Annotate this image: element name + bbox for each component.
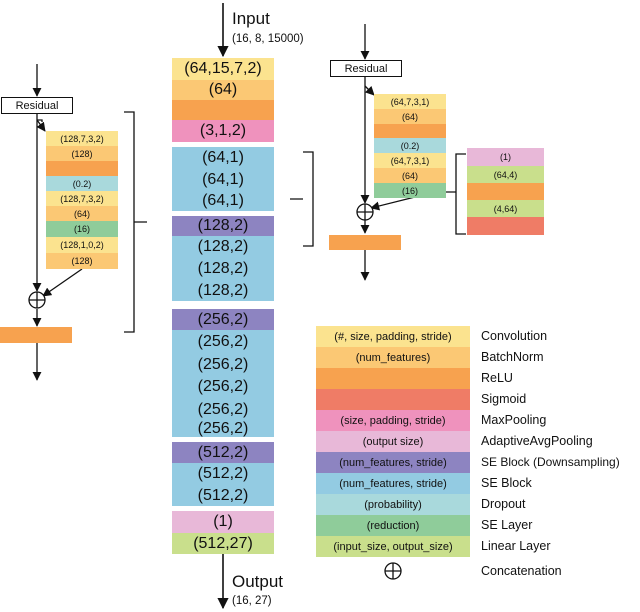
main-relu-block (172, 100, 274, 120)
main-maxpool-block: (3,1,2) (172, 120, 274, 142)
down-block-dropout: (0.2) (46, 176, 118, 191)
down-block-branch-arrow (36, 119, 46, 132)
stage1-se-block-2: (64,1) (172, 169, 274, 191)
down-block-residual-box: Residual (1, 97, 73, 114)
legend-swatch-se-block-down: (num_features, stride) (316, 452, 470, 473)
down-block-output-relu (0, 327, 72, 343)
legend-label-adaptiveavgpooling: AdaptiveAvgPooling (481, 434, 593, 448)
input-shape: (16, 8, 15000) (232, 33, 304, 45)
stage4-se-block-1: (512,2) (172, 463, 274, 485)
se-layer-avgpool: (1) (467, 148, 544, 166)
se-layer-linear-2: (4,64) (467, 200, 544, 217)
down-block-branch (37, 119, 43, 122)
se-block-bracket (290, 151, 314, 247)
legend-label-maxpooling: MaxPooling (481, 413, 547, 427)
main-conv-block: (64,15,7,2) (172, 58, 274, 80)
adaptive-avgpool-block: (1) (172, 511, 274, 533)
legend-label-convolution: Convolution (481, 329, 548, 343)
down-block-concat-plus (29, 292, 45, 308)
stage1-se-block-3: (64,1) (172, 191, 274, 211)
legend-swatch-maxpooling: (size, padding, stride) (316, 410, 470, 431)
output-shape: (16, 27) (232, 595, 272, 607)
input-label: Input (232, 9, 270, 28)
se-block-bn-1: (64) (374, 109, 446, 124)
stage2-se-block-1: (128,2) (172, 236, 274, 258)
legend-swatch-adaptiveavgpooling: (output size) (316, 431, 470, 452)
legend-label-linear-layer: Linear Layer (481, 539, 551, 553)
legend-label-concatenation: Concatenation (481, 564, 562, 578)
down-block-conv-3: (128,1,0,2) (46, 237, 118, 253)
main-batchnorm-block: (64) (172, 80, 274, 100)
stage3-se-block-1: (256,2) (172, 330, 274, 353)
stage1-se-block-1: (64,1) (172, 147, 274, 169)
legend-swatch-batchnorm: (num_features) (316, 347, 470, 368)
down-block-bn-3: (128) (46, 253, 118, 269)
stage2-se-block-2: (128,2) (172, 258, 274, 280)
down-block-bn-1: (128) (46, 146, 118, 161)
se-block-conv-2: (64,7,3,1) (374, 153, 446, 168)
legend-swatch-relu (316, 368, 470, 389)
legend-label-relu: ReLU (481, 371, 513, 385)
output-label: Output (232, 572, 284, 591)
legend-label-sigmoid: Sigmoid (481, 392, 527, 406)
se-block-concat-plus (357, 204, 373, 220)
stage3-down-block: (256,2) (172, 309, 274, 330)
down-block-bn-2: (64) (46, 206, 118, 221)
legend-swatch-se-block: (num_features, stride) (316, 473, 470, 494)
stage4-down-block: (512,2) (172, 442, 274, 463)
stage2-down-block: (128,2) (172, 216, 274, 236)
se-block-bn-2: (64) (374, 168, 446, 183)
legend-swatch-dropout: (probability) (316, 494, 470, 515)
down-block-conv-2: (128,7,3,2) (46, 191, 118, 206)
linear-layer-block: (512,27) (172, 533, 274, 554)
legend-swatch-sigmoid (316, 389, 470, 410)
stage4-se-block-2: (512,2) (172, 485, 274, 506)
down-block-return-arrow (42, 268, 83, 297)
se-layer-relu (467, 183, 544, 200)
se-block-branch-arrow (364, 85, 375, 96)
legend-label-dropout: Dropout (481, 497, 526, 511)
se-layer-bracket (445, 153, 466, 235)
se-block-conv-1: (64,7,3,1) (374, 94, 446, 109)
se-layer-linear-1: (64,4) (467, 166, 544, 183)
legend-label-se-block: SE Block (481, 476, 532, 490)
down-block-se-layer: (16) (46, 221, 118, 237)
legend-swatch-convolution: (#, size, padding, stride) (316, 326, 470, 347)
se-block-se-layer: (16) (374, 183, 446, 198)
down-block-bracket (124, 111, 147, 333)
se-block-dropout: (0.2) (374, 138, 446, 153)
down-block-conv-1: (128,7,3,2) (46, 131, 118, 146)
stage3-se-block-4: (256,2) (172, 398, 274, 421)
legend-label-batchnorm: BatchNorm (481, 350, 544, 364)
se-block-output-relu (329, 235, 401, 250)
se-layer-sigmoid (467, 217, 544, 235)
stage3-se-block-2: (256,2) (172, 353, 274, 376)
stage2-se-block-3: (128,2) (172, 280, 274, 301)
se-block-return-arrow (370, 196, 416, 211)
legend-label-se-block-down: SE Block (Downsampling) (481, 455, 620, 469)
se-block-relu (374, 124, 446, 138)
down-block-relu (46, 161, 118, 176)
legend-swatch-se-layer: (reduction) (316, 515, 470, 536)
legend-label-se-layer: SE Layer (481, 518, 533, 532)
legend-concat-plus (385, 563, 401, 579)
se-block-residual-box: Residual (330, 60, 402, 77)
legend-swatch-linear-layer: (input_size, output_size) (316, 536, 470, 557)
stage3-se-block-5: (256,2) (172, 420, 274, 437)
stage3-se-block-3: (256,2) (172, 376, 274, 398)
